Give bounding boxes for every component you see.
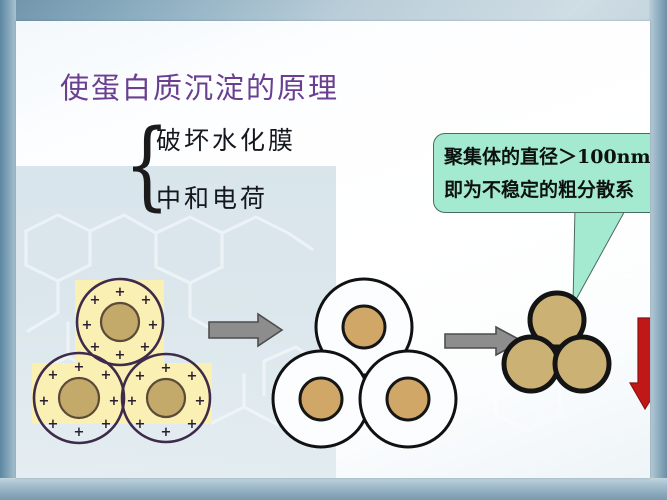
slide-right-edge	[649, 0, 667, 500]
particle-hydrated-b: ++ ++ ++ ++	[32, 351, 126, 445]
svg-text:+: +	[90, 293, 101, 308]
svg-text:+: +	[135, 369, 146, 384]
svg-text:+: +	[161, 425, 172, 440]
particle-precipitate-b	[501, 334, 561, 394]
svg-text:+: +	[195, 394, 206, 409]
svg-text:+: +	[187, 369, 198, 384]
arrow-precipitation	[628, 317, 650, 411]
svg-text:+: +	[48, 368, 59, 383]
svg-text:+: +	[140, 340, 151, 355]
svg-text:+: +	[101, 368, 112, 383]
callout-box: 聚集体的直径＞100nm 即为不稳定的粗分散系	[433, 133, 650, 213]
stage3-precipitate-cluster	[501, 290, 612, 394]
svg-text:+: +	[161, 361, 172, 376]
svg-text:+: +	[90, 340, 101, 355]
callout-line-1: 聚集体的直径＞100nm	[444, 146, 650, 168]
callout-line-2: 即为不稳定的粗分散系	[444, 179, 635, 201]
particle-hydrated-a: + + + + + + + +	[75, 277, 165, 367]
slide-panel: 使蛋白质沉淀的原理 { 破坏水化膜 中和电荷 聚集体的直径＞100nm 即为不稳…	[16, 21, 650, 478]
particle-aggregating-c	[358, 349, 458, 449]
svg-text:+: +	[187, 417, 198, 432]
svg-text:+: +	[48, 417, 59, 432]
svg-text:+: +	[82, 318, 93, 333]
svg-text:+: +	[135, 417, 146, 432]
bullet-item-neutralize-charge: 中和电荷	[156, 184, 269, 213]
stage1-particle-cluster: ++ ++ ++ ++ ++ ++ ++ ++	[32, 277, 212, 445]
particle-aggregating-a	[314, 277, 414, 377]
particle-precipitate-a	[527, 290, 587, 350]
bullet-item-destroy-hydration-shell: 破坏水化膜	[156, 126, 297, 155]
page-title: 使蛋白质沉淀的原理	[60, 71, 340, 105]
svg-text:+: +	[74, 360, 85, 375]
particle-hydrated-c: + + + + + + + +	[120, 352, 212, 444]
svg-text:+: +	[39, 394, 50, 409]
svg-text:+: +	[115, 348, 126, 363]
left-brace: {	[124, 109, 170, 221]
svg-text:+: +	[148, 318, 159, 333]
particle-aggregating-b	[271, 349, 371, 449]
particle-precipitate-c	[552, 334, 612, 394]
slide-bottom-edge	[0, 478, 667, 500]
arrow-stage1-to-stage2	[208, 312, 284, 348]
svg-text:+: +	[127, 394, 138, 409]
svg-text:+: +	[141, 293, 152, 308]
svg-text:+: +	[115, 285, 126, 300]
svg-text:+: +	[101, 417, 112, 432]
svg-text:+: +	[74, 425, 85, 440]
stage2-particle-cluster	[271, 277, 458, 449]
slide-left-edge	[0, 0, 16, 500]
svg-text:+: +	[109, 394, 120, 409]
